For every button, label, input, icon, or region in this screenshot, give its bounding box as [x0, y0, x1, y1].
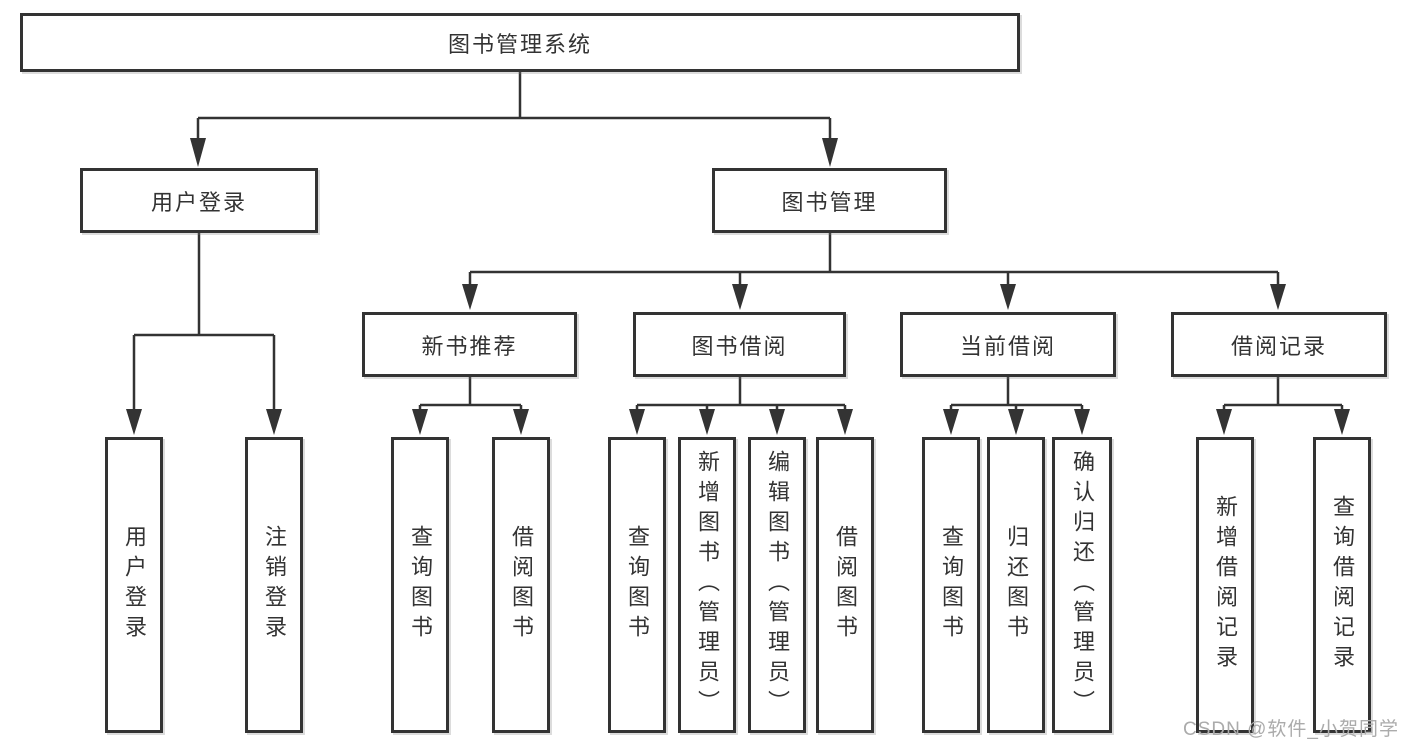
node-book-borrowing: 图书借阅 — [633, 312, 846, 377]
leaf-logout: 注销登录 — [245, 437, 303, 733]
arrow-down-icons — [126, 138, 1350, 435]
csdn-watermark: CSDN @软件_小贺同学 — [1183, 719, 1399, 740]
leaf-query-books-borrow: 查询图书 — [608, 437, 666, 733]
leaf-return-books: 归还图书 — [987, 437, 1045, 733]
leaf-edit-books-admin: 编辑图书（管理员） — [748, 437, 806, 733]
node-current-borrowing: 当前借阅 — [900, 312, 1116, 377]
leaf-query-books-current: 查询图书 — [922, 437, 980, 733]
node-new-book-recommend: 新书推荐 — [362, 312, 577, 377]
leaf-confirm-return-admin: 确认归还（管理员） — [1052, 437, 1112, 733]
node-library-management-system: 图书管理系统 — [20, 13, 1020, 72]
node-book-management: 图书管理 — [712, 168, 947, 233]
leaf-query-books-newbooks: 查询图书 — [391, 437, 449, 733]
leaf-borrow-books-newbooks: 借阅图书 — [492, 437, 550, 733]
leaf-borrow-books: 借阅图书 — [816, 437, 874, 733]
node-user-login: 用户登录 — [80, 168, 318, 233]
node-borrowing-records: 借阅记录 — [1171, 312, 1387, 377]
tree-edges — [132, 72, 1344, 411]
leaf-add-books-admin: 新增图书（管理员） — [678, 437, 736, 733]
leaf-add-borrow-record: 新增借阅记录 — [1196, 437, 1254, 733]
leaf-user-login: 用户登录 — [105, 437, 163, 733]
leaf-query-borrow-record: 查询借阅记录 — [1313, 437, 1371, 733]
